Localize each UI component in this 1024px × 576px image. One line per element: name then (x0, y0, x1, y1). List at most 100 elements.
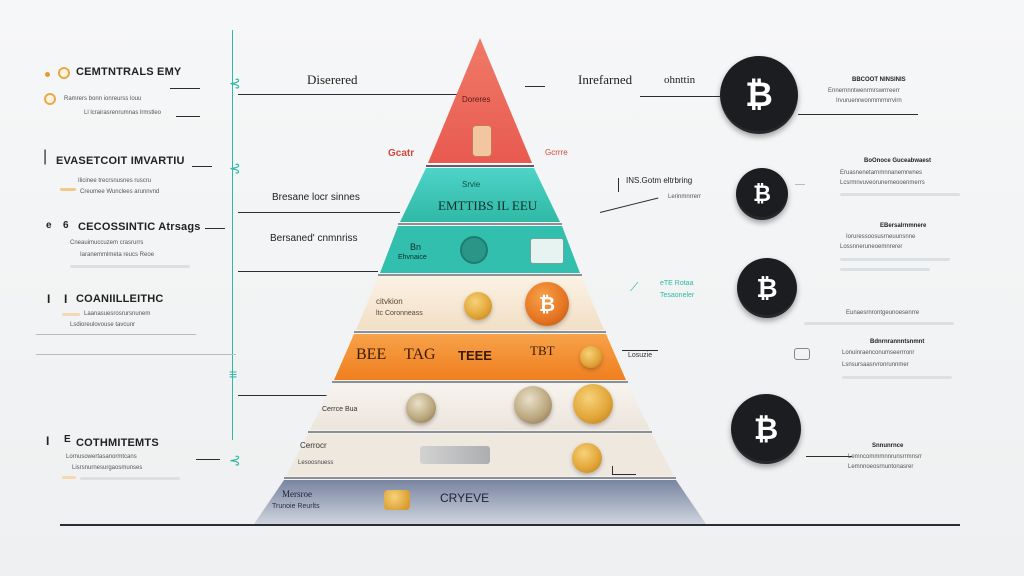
pyramid-tier-8 (254, 480, 706, 524)
section-line: Lsdioreulovouse tavcunr (70, 322, 136, 328)
gold-coin-icon (573, 384, 613, 424)
connector (612, 466, 613, 474)
right-label-sub: Tesaoneler (660, 292, 695, 299)
connector (806, 456, 852, 457)
connector (612, 474, 636, 475)
teal-marker-icon: ⟋ (630, 280, 639, 294)
right-label-sub: Losuzie (628, 352, 653, 359)
section-heading: EVASETCOIT IMVARTIU (56, 155, 185, 167)
section-line: Lemncommmnnrunsrrmnsrr (848, 454, 923, 460)
coin-stack-icon (384, 490, 410, 510)
tier-label: Cerrce Bua (322, 406, 358, 413)
cash-stack-icon (420, 446, 490, 464)
connector (196, 459, 220, 460)
top-right-label-suffix: ohnttin (664, 74, 696, 86)
bullet-dot (45, 72, 50, 77)
bitcoin-coin-icon: ₿ (731, 394, 801, 464)
section-heading: Snnunrnce (872, 443, 904, 449)
tier-label: Ehvnaice (398, 254, 427, 261)
top-right-label: Inrefarned (578, 72, 633, 87)
gold-coin-icon (572, 443, 602, 473)
section-line: Ll lcrairasrenrumnas lrmstleo (84, 110, 162, 116)
section-line: Lcsrmnvuveorunemeooenmerrs (840, 180, 925, 186)
connector (205, 228, 225, 229)
pyramid-tier-6 (310, 384, 650, 430)
connector (238, 212, 400, 213)
placeholder-bar (840, 258, 950, 261)
left-marker: I (47, 292, 51, 306)
base-line (60, 524, 960, 526)
placeholder-bar (840, 193, 960, 196)
connector (170, 88, 200, 89)
pyramid-tier-2 (400, 168, 560, 222)
placeholder-bar (842, 376, 952, 379)
section-line: Irvuruenrwonmmrmrrvirn (836, 98, 902, 104)
connector (640, 96, 720, 97)
section-line: Lornusowertasanormtcans (66, 454, 137, 460)
tier-sub: Mersroe (282, 489, 312, 499)
bullet-icon (58, 67, 70, 79)
tier-label: citvkion (376, 297, 403, 306)
section-heading: BBCOOT NINSINIS (852, 77, 906, 83)
tier-side-note: Gcrrre (545, 148, 568, 157)
section-line: Eunaesrnrontgeunoesenrre (846, 310, 920, 316)
gold-coin-icon (580, 346, 602, 368)
tier-extra: TEEE (458, 348, 492, 363)
left-marker: e (46, 220, 52, 231)
connector (798, 114, 918, 115)
left-marker: | (43, 148, 48, 165)
teal-marker-icon: ⊰ (229, 160, 241, 176)
right-label: INS.Gotm eltrbring (626, 176, 693, 185)
tier-label: BEE (356, 346, 387, 363)
section-heading: Bdnrnrannntsnmnt (870, 339, 925, 345)
placeholder-bar (70, 265, 190, 268)
highlight-bar (62, 313, 80, 316)
tier-sub: TAG (404, 346, 436, 363)
bitcoin-coin-icon: ₿ (736, 168, 788, 220)
teal-marker-icon: ⊰ (229, 452, 241, 468)
section-line: Lsnsursaasrvronrunnmer (842, 362, 909, 368)
left-marker: I (64, 292, 68, 306)
bracket-icon (794, 348, 810, 360)
teal-marker-icon: ≡ (229, 366, 238, 382)
tier-sub: ltc Coronneass (376, 310, 423, 317)
tier-label: EMTTIBS IL EEU (438, 198, 538, 213)
connector (36, 354, 236, 355)
left-connector-line (232, 30, 233, 440)
right-label: eTE Rotaa (660, 280, 694, 287)
section-line: Cneauimuccuzem crasrurrs (70, 240, 144, 246)
mid-label: Bersaned' cnmnriss (270, 233, 358, 244)
section-line: Lemnnoeosrnuntonasrer (848, 464, 914, 470)
section-line: Eruasnenetarnmnnanemrwnes (840, 170, 923, 176)
connector (176, 116, 200, 117)
tier-label: Cerrocr (300, 441, 327, 450)
section-line: Creumee Wunclees arunnvnd (80, 189, 160, 195)
tier-label: CRYEVE (440, 491, 490, 505)
left-marker: I (46, 434, 50, 448)
section-line: Lossnneruneoemnrerer (840, 244, 903, 250)
bitcoin-coin-icon: ₿ (737, 258, 797, 318)
silver-coin-icon (406, 393, 436, 423)
silver-coin-icon (514, 386, 552, 424)
left-marker: 6 (63, 220, 69, 231)
mid-label: Bresane locr sinnes (272, 192, 360, 203)
bitcoin-coin-icon: ₿ (525, 282, 569, 326)
connector (238, 395, 338, 396)
connector (36, 334, 196, 335)
teal-marker-icon: ⊰ (229, 75, 241, 91)
section-line: Lisrsnurnesurgaosmunses (72, 465, 143, 471)
connector (192, 166, 212, 167)
section-line: Iaranemmlmeta reucs Reoe (80, 252, 155, 258)
section-line: Lonuinraenconumseerrronr (842, 350, 915, 356)
connector (622, 350, 658, 351)
placeholder-bar (840, 268, 930, 271)
tier-extra: Trunoie Reurlts (272, 503, 320, 510)
tier-sub: Lesoosnuess (298, 460, 334, 466)
tier-label: Doreres (462, 95, 491, 104)
gold-coin-icon (464, 292, 492, 320)
bitcoin-coin-icon: ₿ (720, 56, 798, 134)
placeholder-bar (804, 322, 954, 325)
section-line: Ramrers bonn ionreurss louu (64, 96, 142, 102)
left-marker: E (64, 434, 71, 445)
top-center-label: Diserered (307, 72, 358, 87)
